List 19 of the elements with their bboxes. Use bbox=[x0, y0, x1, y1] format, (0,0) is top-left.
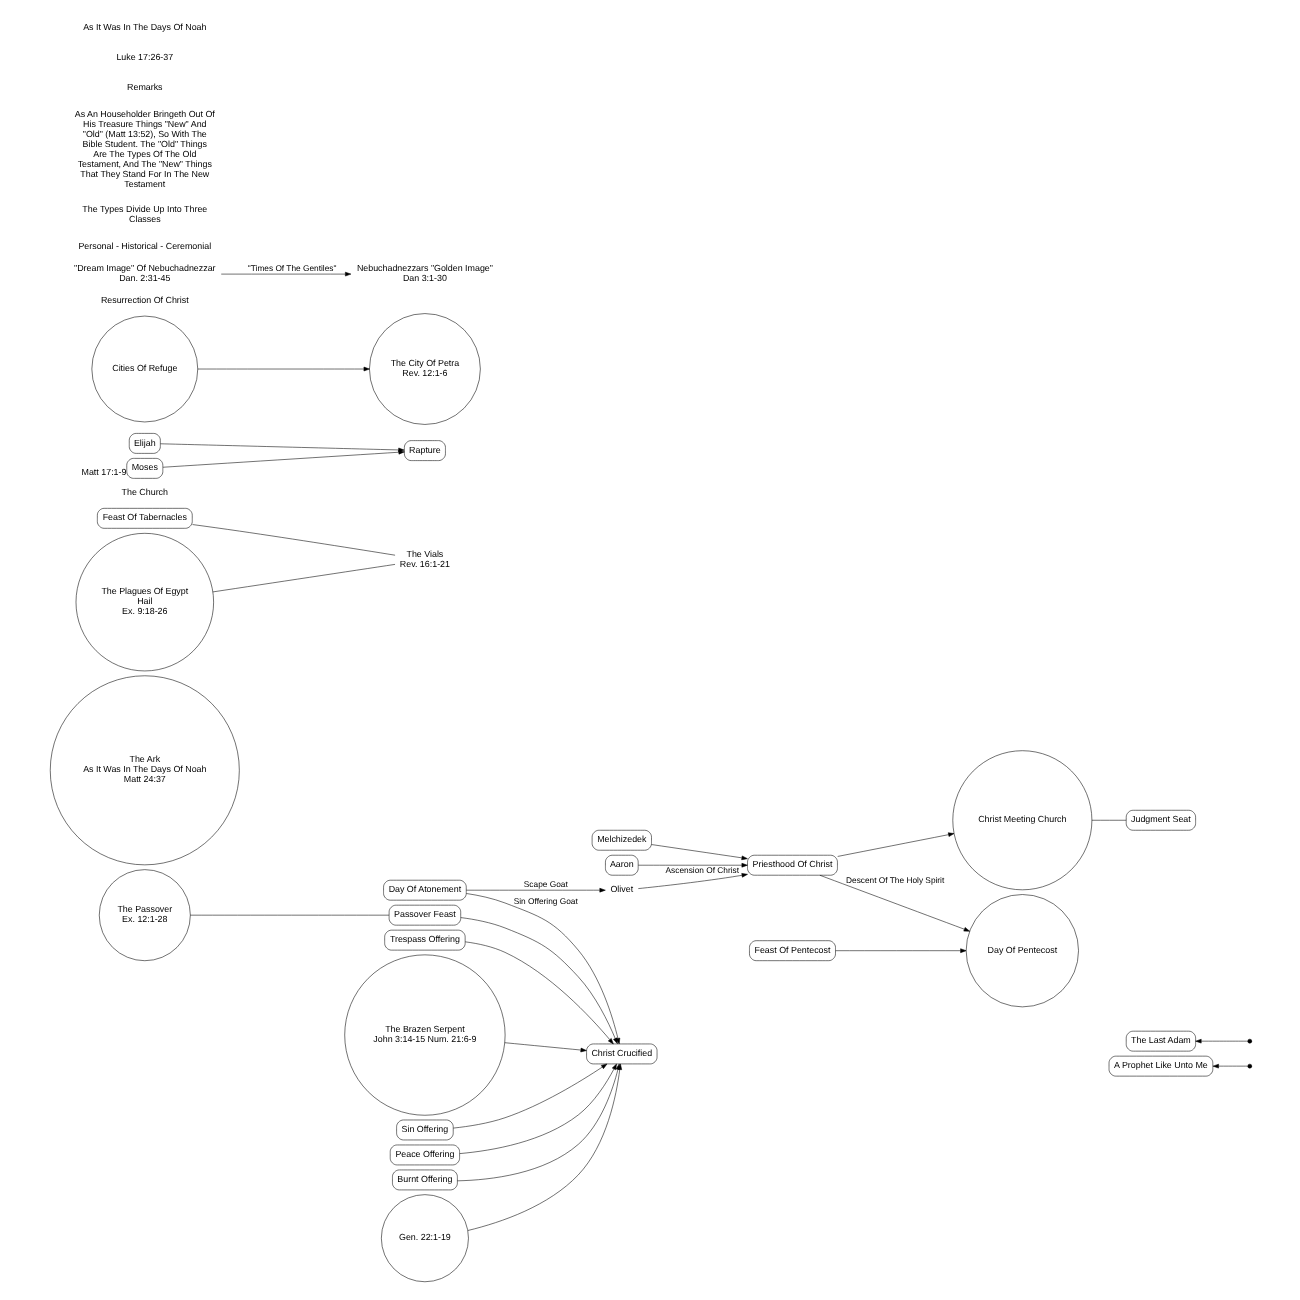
arrow bbox=[834, 948, 966, 953]
arrow bbox=[465, 887, 605, 893]
arrow bbox=[818, 875, 969, 932]
arrow bbox=[161, 450, 404, 468]
arrow bbox=[219, 271, 351, 277]
arrow bbox=[637, 873, 747, 889]
arrow bbox=[458, 1063, 616, 1154]
arrow bbox=[650, 844, 747, 861]
arrow bbox=[463, 941, 613, 1045]
arrow bbox=[836, 832, 954, 857]
arrow bbox=[159, 443, 404, 453]
arrow bbox=[196, 366, 369, 372]
arrow bbox=[503, 1042, 586, 1053]
arrow bbox=[637, 863, 747, 868]
arrow bbox=[1211, 1063, 1247, 1069]
arrow bbox=[459, 917, 617, 1044]
arrow bbox=[452, 1063, 607, 1129]
arrow bbox=[465, 893, 620, 1045]
arrow bbox=[1194, 1038, 1248, 1044]
